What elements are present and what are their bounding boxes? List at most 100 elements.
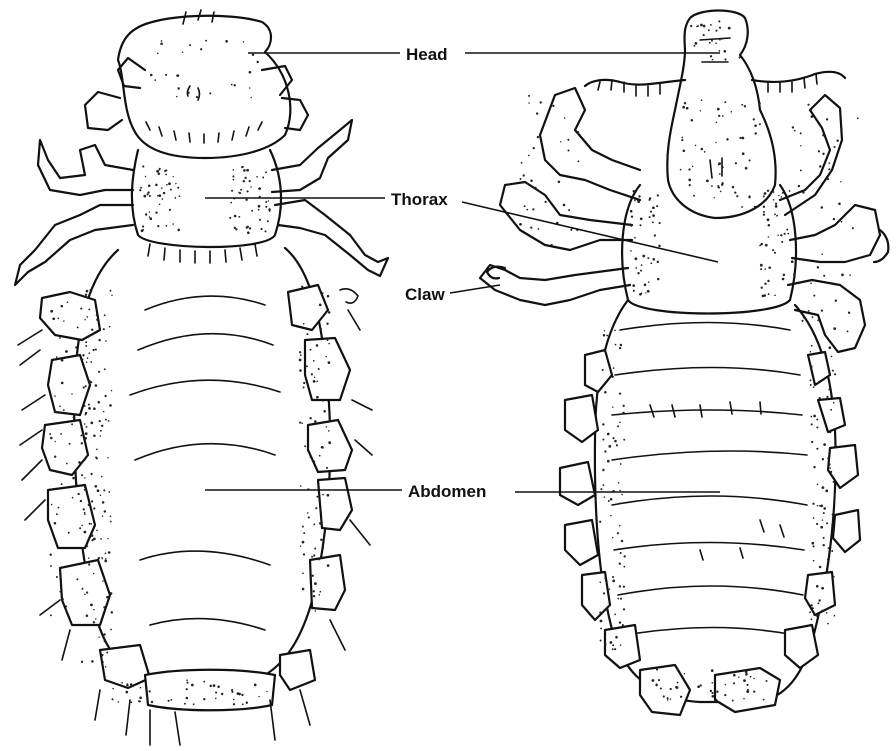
- stipple-dot: [538, 190, 540, 192]
- stipple-dot: [299, 369, 302, 372]
- stipple-dot: [249, 71, 252, 74]
- stipple-dot: [244, 177, 246, 179]
- stipple-dot: [61, 305, 64, 308]
- stipple-dot: [819, 566, 822, 569]
- stipple-dot: [711, 692, 713, 694]
- stipple-dot: [810, 384, 812, 386]
- stipple-dot: [159, 204, 161, 206]
- stipple-dot: [568, 209, 570, 211]
- stipple-dot: [237, 692, 240, 695]
- stipple-dot: [695, 42, 698, 45]
- stipple-dot: [738, 677, 740, 679]
- stipple-dot: [316, 496, 318, 498]
- stipple-dot: [693, 195, 695, 197]
- stipple-dot: [637, 272, 639, 274]
- stipple-dot: [252, 54, 254, 56]
- stipple-dot: [318, 558, 320, 560]
- stipple-dot: [265, 201, 267, 203]
- stipple-dot: [176, 96, 178, 98]
- stipple-dot: [744, 105, 746, 107]
- stipple-dot: [836, 139, 838, 141]
- stipple-dot: [166, 184, 168, 186]
- stipple-dot: [630, 210, 633, 213]
- stipple-dot: [319, 591, 321, 593]
- stipple-dot: [149, 216, 151, 218]
- stipple-dot: [749, 159, 751, 161]
- stipple-dot: [112, 688, 114, 690]
- stipple-dot: [609, 589, 610, 590]
- stipple-dot: [610, 498, 613, 501]
- stipple-dot: [852, 227, 854, 229]
- stipple-dot: [676, 686, 679, 689]
- stipple-dot: [823, 507, 826, 510]
- stipple-dot: [540, 101, 542, 103]
- stipple-dot: [722, 167, 723, 168]
- stipple-dot: [165, 174, 167, 176]
- stipple-dot: [761, 287, 763, 289]
- stipple-dot: [86, 290, 89, 293]
- stipple-dot: [720, 191, 722, 193]
- stipple-dot: [742, 137, 745, 140]
- stipple-dot: [808, 310, 810, 312]
- stipple-dot: [126, 684, 128, 686]
- stipple-dot: [104, 368, 106, 370]
- stipple-dot: [684, 102, 686, 104]
- stipple-dot: [530, 179, 533, 182]
- stipple-dot: [314, 548, 316, 550]
- stipple-dot: [821, 206, 824, 209]
- stipple-dot: [234, 215, 237, 218]
- stipple-dot: [659, 222, 661, 224]
- stipple-dot: [49, 433, 51, 435]
- stipple-dot: [690, 25, 692, 27]
- stipple-dot: [612, 644, 614, 646]
- stipple-dot: [193, 703, 195, 705]
- stipple-dot: [819, 505, 821, 507]
- stipple-dot: [711, 185, 713, 187]
- stipple-dot: [326, 467, 328, 469]
- stipple-dot: [310, 349, 312, 351]
- stipple-dot: [826, 612, 828, 614]
- stipple-dot: [722, 115, 724, 117]
- stipple-dot: [716, 122, 718, 124]
- stipple-dot: [823, 544, 825, 546]
- stipple-dot: [633, 190, 636, 193]
- stipple-dot: [767, 280, 769, 282]
- stipple-dot: [84, 487, 86, 489]
- stipple-dot: [67, 301, 69, 303]
- stipple-dot: [813, 386, 815, 388]
- stipple-dot: [85, 432, 88, 435]
- stipple-dot: [602, 469, 604, 471]
- stipple-dot: [90, 422, 93, 425]
- stipple-dot: [754, 132, 756, 134]
- stipple-dot: [322, 292, 324, 294]
- stipple-dot: [91, 473, 93, 475]
- stipple-dot: [764, 192, 767, 195]
- stipple-dot: [168, 700, 170, 702]
- stipple-dot: [603, 592, 605, 594]
- stipple-dot: [688, 179, 691, 182]
- stipple-dot: [93, 573, 94, 574]
- stipple-dot: [620, 344, 622, 346]
- stipple-dot: [716, 691, 718, 693]
- stipple-dot: [611, 376, 613, 378]
- stipple-dot: [90, 361, 92, 363]
- stipple-dot: [794, 130, 796, 132]
- stipple-dot: [688, 168, 690, 170]
- stipple-dot: [54, 441, 55, 442]
- stipple-dot: [610, 641, 613, 644]
- stipple-dot: [77, 326, 79, 328]
- stipple-dot: [622, 412, 625, 415]
- stipple-dot: [300, 354, 302, 356]
- stipple-dot: [653, 258, 656, 261]
- stipple-dot: [121, 682, 123, 684]
- stipple-dot: [327, 295, 330, 298]
- stipple-dot: [803, 316, 805, 318]
- stipple-dot: [728, 27, 731, 30]
- stipple-dot: [816, 614, 818, 616]
- stipple-dot: [108, 491, 110, 493]
- stipple-dot: [810, 379, 812, 381]
- stipple-dot: [826, 522, 828, 524]
- stipple-dot: [818, 150, 820, 152]
- stipple-dot: [304, 445, 306, 447]
- stipple-dot: [247, 231, 250, 234]
